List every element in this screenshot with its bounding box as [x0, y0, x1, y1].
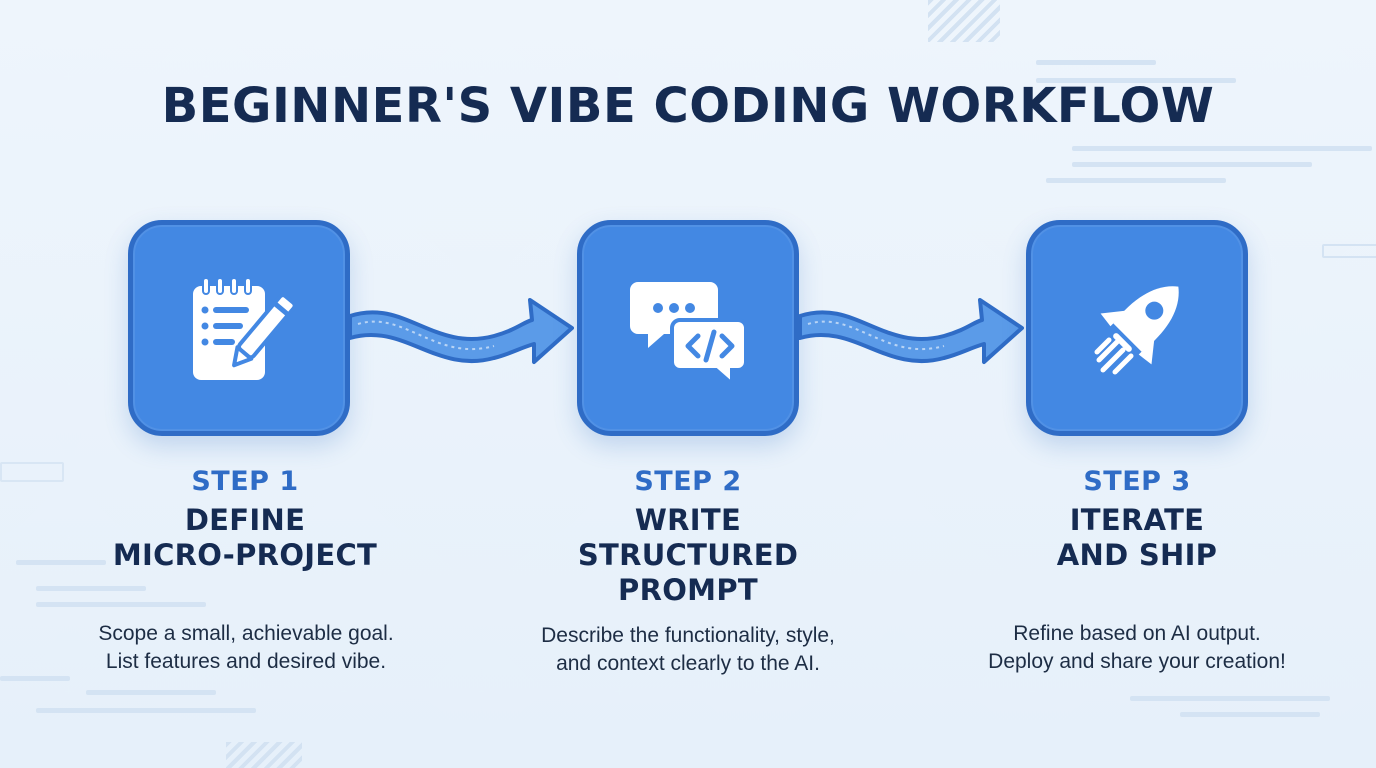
chat-code-bubbles-icon — [630, 282, 748, 388]
step-1-name: DEFINE MICRO-PROJECT — [112, 503, 378, 572]
step-1-heading: STEP 1 DEFINE MICRO-PROJECT — [75, 466, 415, 573]
step-1-description: Scope a small, achievable goal. List fea… — [98, 622, 394, 673]
step-3-heading: STEP 3 ITERATE AND SHIP — [967, 466, 1307, 573]
step-1-tile — [128, 220, 350, 436]
notepad-pencil-icon — [193, 277, 297, 380]
step-3-tile — [1026, 220, 1248, 436]
rocket-icon — [1094, 286, 1179, 375]
flow-arrow-1 — [348, 298, 574, 364]
step-2-tile — [577, 220, 799, 436]
step-1-number: STEP 1 — [191, 466, 299, 497]
page-title: BEGINNER'S VIBE CODING WORKFLOW — [161, 78, 1215, 134]
step-3-number: STEP 3 — [1083, 466, 1191, 497]
step-3-description: Refine based on AI output. Deploy and sh… — [988, 622, 1286, 673]
step-2-description: Describe the functionality, style, and c… — [541, 624, 835, 675]
step-2-name: WRITE STRUCTURED PROMPT — [577, 503, 799, 607]
step-3-name: ITERATE AND SHIP — [1056, 503, 1218, 572]
flow-arrow-2 — [798, 298, 1024, 364]
step-2-heading: STEP 2 WRITE STRUCTURED PROMPT — [518, 466, 858, 608]
step-2-number: STEP 2 — [634, 466, 742, 497]
